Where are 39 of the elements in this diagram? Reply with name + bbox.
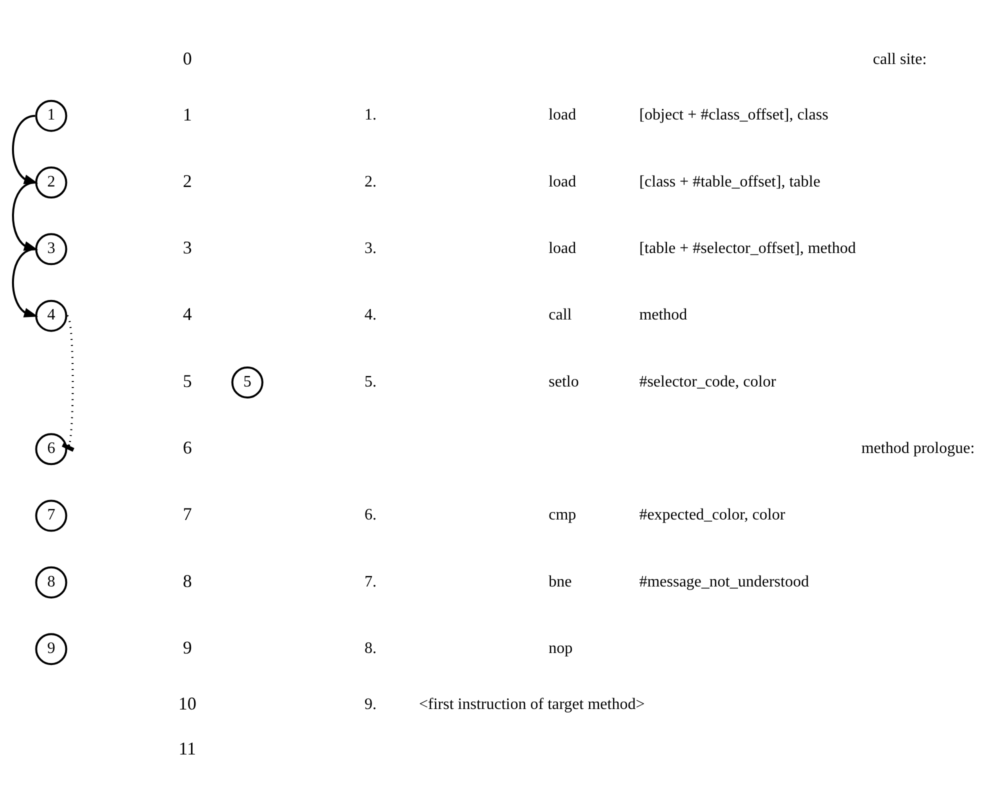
label: 2. [364, 172, 376, 190]
label: 5. [364, 372, 376, 390]
label: 4 [182, 304, 192, 324]
label: 7 [182, 504, 192, 524]
label: cmp [548, 506, 576, 524]
label: nop [548, 639, 573, 656]
label: 11 [178, 738, 196, 758]
label: 7. [364, 572, 376, 590]
label: bne [548, 572, 572, 590]
label: #selector_code, color [639, 372, 776, 390]
label: 4. [364, 306, 376, 324]
label: 8 [182, 570, 192, 590]
label: call [548, 306, 572, 324]
label: [class + #table_offset], table [639, 172, 820, 190]
label: setlo [548, 372, 579, 390]
label: 5 [182, 370, 192, 390]
label: 3 [182, 237, 192, 258]
label: 9. [364, 695, 376, 712]
label: 3. [364, 239, 376, 256]
label: load [548, 239, 576, 256]
label: <first instruction of target method> [419, 695, 645, 712]
label: method prologue: [861, 439, 975, 456]
label: 2 [182, 170, 192, 190]
label: load [548, 106, 576, 124]
label: 1. [364, 106, 376, 124]
label: 6. [364, 506, 376, 524]
label: #message_not_understood [639, 572, 809, 590]
label: 8. [364, 639, 376, 656]
label: [table + #selector_offset], method [639, 239, 856, 256]
label: 0 [182, 48, 192, 68]
label: load [548, 172, 576, 190]
label: 10 [178, 692, 196, 713]
label: #expected_color, color [639, 506, 786, 524]
label: method [639, 306, 688, 324]
label: 9 [182, 637, 192, 658]
label: 6 [182, 437, 192, 458]
label: [object + #class_offset], class [639, 106, 828, 124]
label: call site: [872, 50, 927, 68]
label: 1 [182, 104, 192, 124]
